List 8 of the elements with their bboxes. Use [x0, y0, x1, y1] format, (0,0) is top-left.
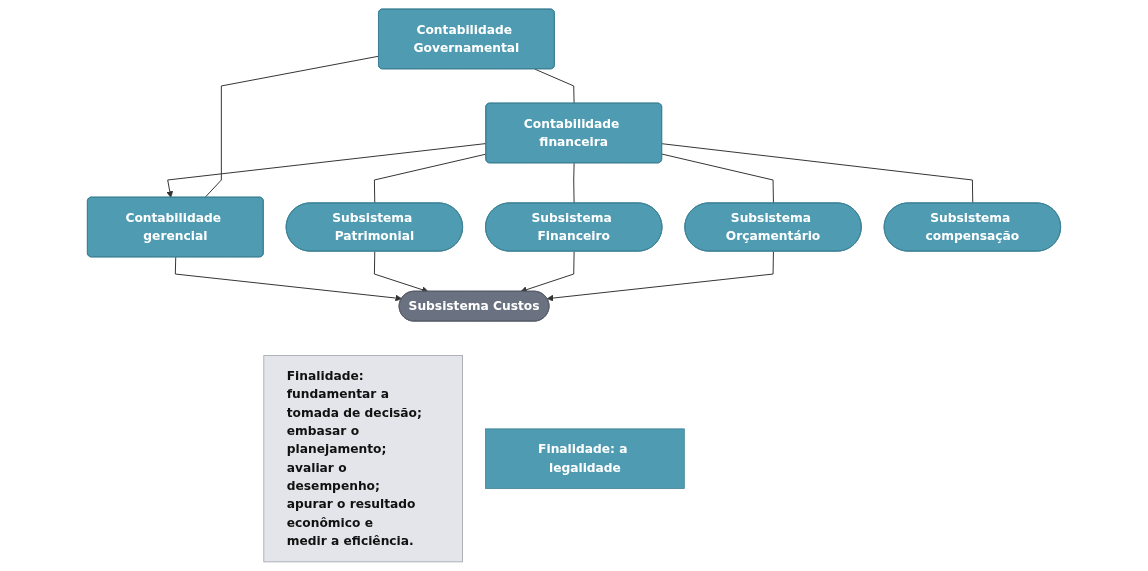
node-box: Finalidade: fundamentar a tomada de decisão; embasar o planejamento; avaliar o desempenho; apurar o resultado econômico e medir a eficiência. — [263, 355, 463, 563]
connector — [204, 55, 380, 199]
node-box: Finalidade: a legalidade — [485, 428, 685, 489]
connector — [573, 162, 575, 204]
connector — [534, 68, 575, 105]
connector — [661, 153, 774, 204]
connector — [661, 143, 974, 204]
connector — [373, 153, 487, 204]
